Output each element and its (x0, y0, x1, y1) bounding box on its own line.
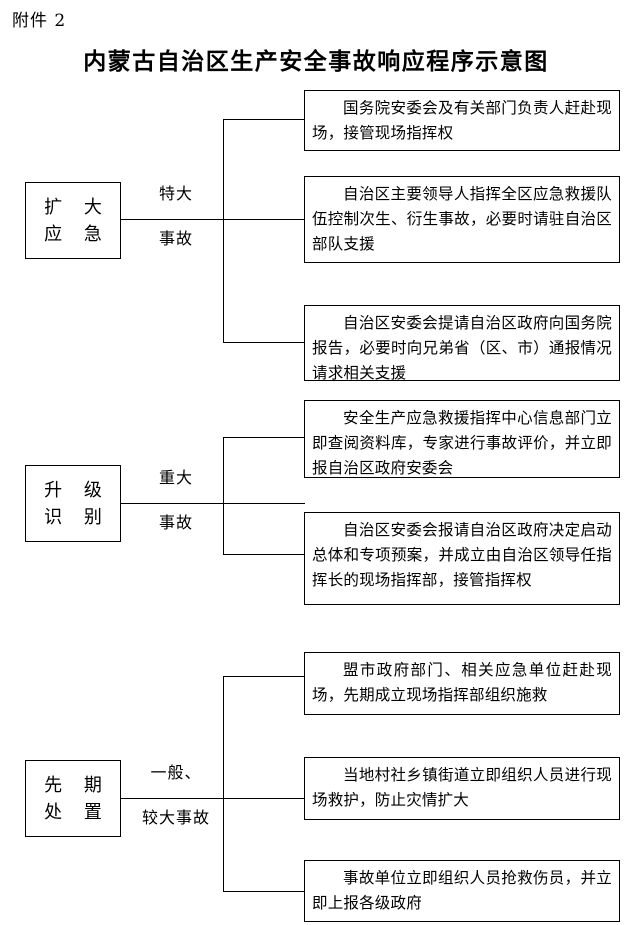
connector-branch-group-3-action-1 (223, 676, 305, 677)
action-box-1: 国务院安委会及有关部门负责人赶赴现场，接管现场指挥权 (304, 90, 620, 151)
stage-label-line-1: 升 级 (44, 479, 110, 501)
action-box-4: 安全生产应急救援指挥中心信息部门立即查阅资料库，专家进行事故评价，并立即报自治区… (304, 400, 620, 478)
stage-box-expand-emergency: 扩 大 应 急 (25, 182, 121, 259)
connector-bracket-group-2 (223, 437, 224, 554)
connector-bracket-group-1 (223, 119, 224, 342)
connector-branch-group-2-action-2 (223, 503, 305, 504)
connector-label-group-1-bottom: 事故 (158, 229, 193, 248)
connector-label-group-2-top: 重大 (158, 468, 193, 487)
connector-label-group-3-bottom: 较大事故 (141, 808, 210, 827)
action-box-6: 盟市政府部门、相关应急单位赶赴现场，先期成立现场指挥部组织施救 (304, 652, 620, 715)
connector-label-group-2-bottom: 事故 (158, 513, 193, 532)
stage-label-line-1: 扩 大 (44, 196, 110, 218)
connector-trunk-group-2 (121, 503, 223, 504)
stage-box-escalation-identification: 升 级 识 别 (25, 465, 121, 542)
connector-branch-group-1-action-3 (223, 342, 305, 343)
action-box-8: 事故单位立即组织人员抢救伤员，并立即上报各级政府 (304, 860, 620, 922)
stage-label-line-2: 应 急 (44, 223, 110, 245)
action-box-5: 自治区安委会报请自治区政府决定启动总体和专项预案，并成立由自治区领导任指挥长的现… (304, 512, 620, 605)
connector-branch-group-3-action-2 (223, 798, 305, 799)
connector-branch-group-2-action-3 (223, 554, 305, 555)
stage-label-line-1: 先 期 (44, 774, 110, 796)
connector-branch-group-1-action-2 (223, 219, 305, 220)
connector-trunk-group-3 (121, 798, 223, 799)
page-title: 内蒙古自治区生产安全事故响应程序示意图 (83, 48, 549, 75)
stage-label-line-2: 识 别 (44, 506, 110, 528)
action-box-7: 当地村社乡镇街道立即组织人员进行现场救护，防止灾情扩大 (304, 757, 620, 820)
connector-branch-group-2-action-1 (223, 437, 305, 438)
action-box-3: 自治区安委会提请自治区政府向国务院报告，必要时向兄弟省（区、市）通报情况请求相关… (304, 305, 620, 382)
connector-trunk-group-1 (121, 219, 223, 220)
attachment-label: 附件 2 (12, 11, 67, 31)
connector-bracket-group-3 (223, 676, 224, 891)
connector-branch-group-3-action-3 (223, 891, 305, 892)
stage-box-initial-disposal: 先 期 处 置 (25, 760, 121, 837)
connector-branch-group-1-action-1 (223, 119, 305, 120)
connector-label-group-1-top: 特大 (158, 184, 193, 203)
connector-label-group-3-top: 一般、 (150, 763, 202, 782)
stage-label-line-2: 处 置 (44, 801, 110, 823)
action-box-2: 自治区主要领导人指挥全区应急救援队伍控制次生、衍生事故，必要时请驻自治区部队支援 (304, 176, 620, 263)
